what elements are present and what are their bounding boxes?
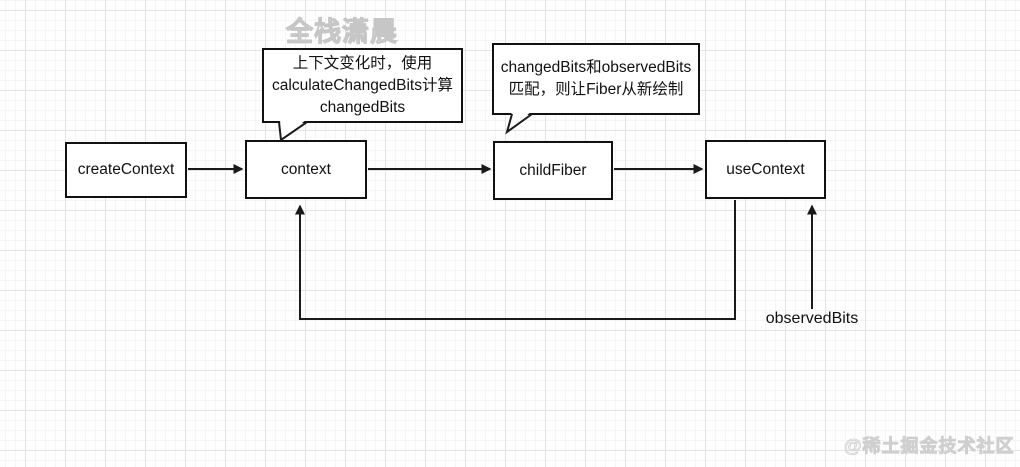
callout-fiber-redraw: changedBits和observedBits 匹配，则让Fiber从新绘制: [492, 43, 700, 115]
node-label: childFiber: [519, 161, 587, 179]
callout-line: 上下文变化时，使用: [292, 54, 433, 72]
callout-line: calculateChangedBits计算: [272, 76, 453, 94]
node-usecontext: useContext: [705, 140, 826, 199]
callout-changedbits-calc: 上下文变化时，使用 calculateChangedBits计算 changed…: [262, 48, 463, 123]
node-childfiber: childFiber: [493, 141, 613, 200]
callout-line: changedBits: [319, 98, 406, 116]
callout2-tail-outline: [505, 113, 533, 135]
callout-line: 匹配，则让Fiber从新绘制: [508, 81, 684, 98]
node-label: createContext: [77, 161, 175, 178]
callout-line: changedBits和observedBits: [500, 59, 692, 76]
node-context: context: [245, 140, 367, 199]
watermark-top: 全栈潇晨: [286, 17, 398, 48]
node-createcontext: createContext: [65, 142, 187, 198]
callout1-tail-outline: [278, 121, 308, 142]
node-label: useContext: [726, 160, 805, 178]
watermark-juejin: @稀土掘金技术社区: [844, 436, 1015, 457]
observedbits-label: observedBits: [765, 310, 859, 327]
node-label: context: [281, 160, 331, 178]
arrow-usecontext-feedback-to-context: [295, 200, 736, 320]
